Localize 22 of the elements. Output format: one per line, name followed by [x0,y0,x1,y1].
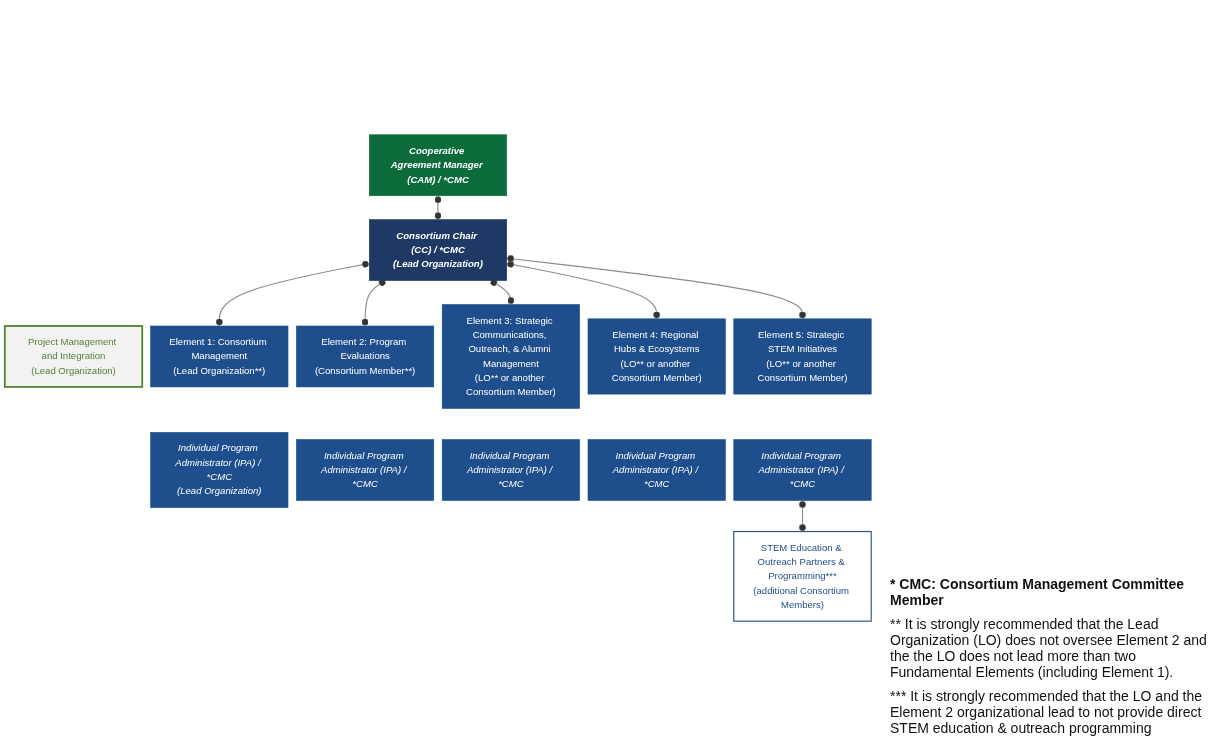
node-box: Individual Program Administrator (IPA) / *CMC [587,439,726,501]
node-box: Element 1: Consortium Management (Lead Organization**) [150,325,289,388]
node-box: Element 3: Strategic Communications, Outreach, & Alumni Management (LO** or another Consortium Member) [441,304,580,409]
node-box: Individual Program Administrator (IPA) / *CMC [733,439,872,501]
connector [798,499,807,533]
node-box: Individual Program Administrator (IPA) / *CMC [441,439,580,501]
connector [506,260,661,320]
node-box: Element 2: Program Evaluations (Consortium Member**) [296,325,435,388]
footnote: *** It is strongly recommended that the LO and the Element 2 organizational lead to not provide direct STEM education & outreach programming [890,688,1204,736]
node-box: Element 4: Regional Hubs & Ecosystems (LO** or another Consortium Member) [587,318,726,395]
node-box: Individual Program Administrator (IPA) / *CMC (Lead Organization) [150,432,289,508]
connector [215,260,370,327]
footnote: ** It is strongly recommended that the Lead Organization (LO) does not oversee Element 2 and the the LO does not lead more than two Fundamental Elements (including Element 1). [890,616,1208,680]
connector [434,195,442,221]
node-box: Project Management and Integration (Lead Organization) [3,325,144,388]
connector [506,254,807,320]
node-box: STEM Education & Outreach Partners & Programming*** (additional Consortium Members) [733,530,872,622]
footnote: * CMC: Consortium Management Committee Member [890,576,1186,608]
node-box: Element 5: Strategic STEM Initiatives (LO** or another Consortium Member) [733,318,872,395]
node-box: Individual Program Administrator (IPA) / *CMC [296,439,435,501]
node-box: Consortium Chair (CC) / *CMC (Lead Organization) [368,219,508,281]
node-box: Cooperative Agreement Manager (CAM) / *CMC [368,134,508,197]
